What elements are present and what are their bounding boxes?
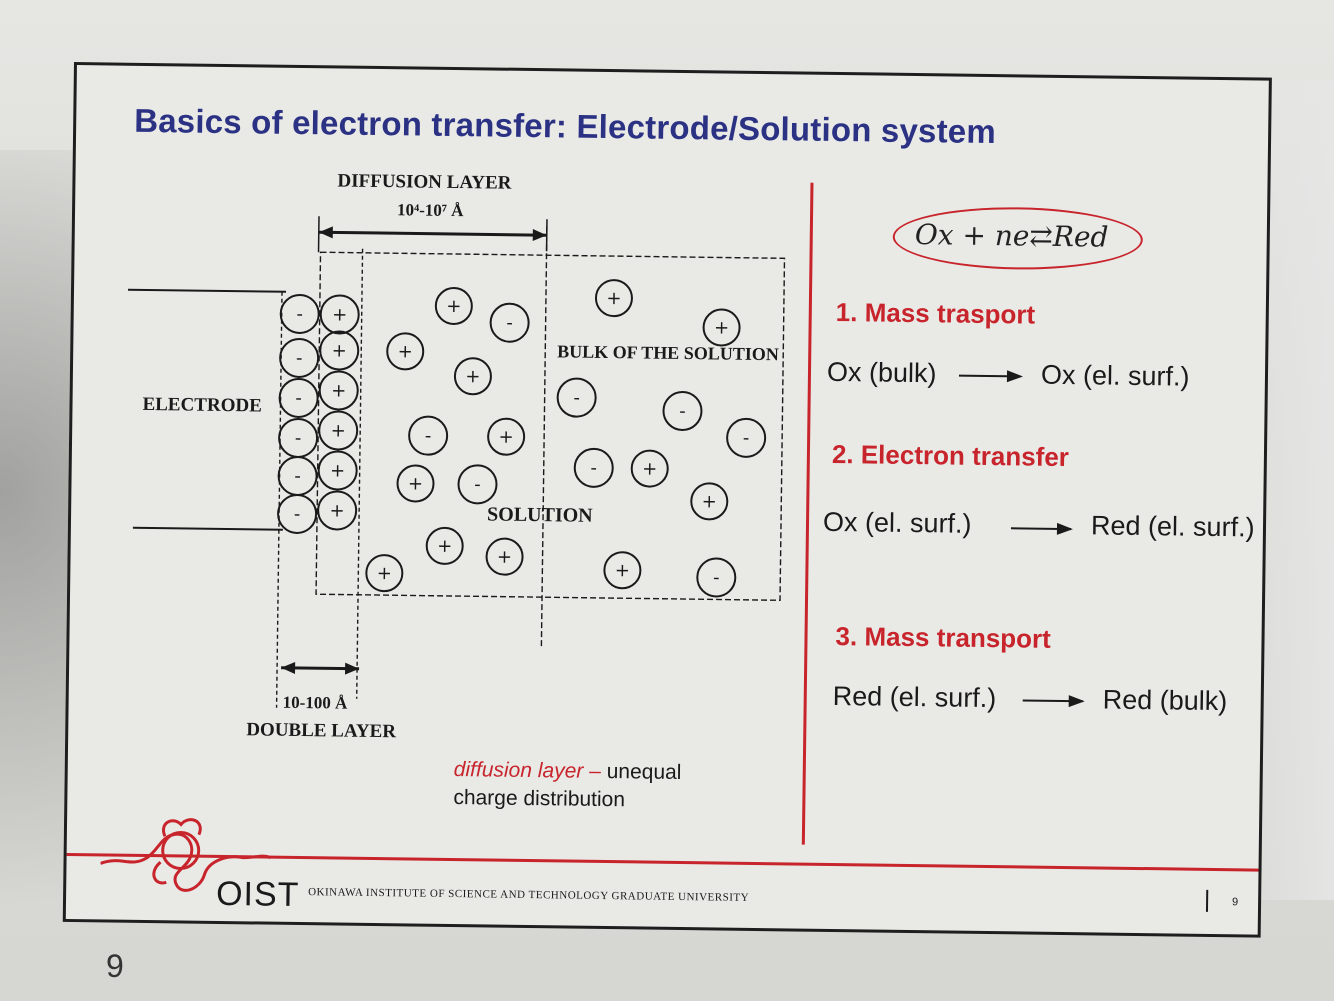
minus-sign-icon: - (296, 304, 303, 325)
step-3-arrow (1023, 699, 1083, 702)
step-3-left: Red (el. surf.) (833, 681, 997, 714)
step-2-left: Ox (el. surf.) (823, 507, 972, 540)
plus-sign-icon: + (702, 491, 717, 512)
oist-logo-text: OIST (216, 875, 300, 915)
bulk-label: BULK OF THE SOLUTION (557, 341, 779, 364)
minus-sign-icon: - (295, 388, 302, 409)
minus-sign-icon: - (506, 313, 513, 334)
page-number: 9 (106, 948, 124, 985)
redox-equation: Ox + ne⇄Red (915, 218, 1109, 254)
slide-number: 9 (1232, 896, 1238, 908)
plus-sign-icon: + (330, 460, 345, 481)
step-2-arrow (1011, 527, 1071, 530)
plus-sign-icon: + (446, 296, 461, 317)
electrode-top-edge (128, 290, 286, 292)
ions: - - - - - - + + + + + + + - + + + + - - - - + - + + - + + + + + - (277, 276, 767, 597)
step-2-right: Red (el. surf.) (1091, 510, 1255, 543)
minus-sign-icon: - (679, 401, 686, 422)
step-1-arrow (959, 375, 1021, 378)
step-3-right: Red (bulk) (1103, 685, 1228, 718)
minus-sign-icon: - (296, 348, 303, 369)
minus-sign-icon: - (743, 428, 750, 449)
plus-sign-icon: + (331, 420, 346, 441)
plus-sign-icon: + (497, 547, 512, 568)
minus-sign-icon: - (295, 428, 302, 449)
diffusion-note: diffusion layer – unequal charge distrib… (453, 756, 681, 815)
electrode-solution-diagram: DIFFUSION LAYER 10⁴-10⁷ Å ELECTRODE BULK… (68, 65, 817, 755)
minus-sign-icon: - (294, 466, 301, 487)
plus-sign-icon: + (437, 536, 452, 557)
double-range-label: 10-100 Å (283, 693, 349, 713)
plus-sign-icon: + (329, 500, 344, 521)
diffusion-range-label: 10⁴-10⁷ Å (397, 200, 464, 220)
minus-sign-icon: - (573, 388, 580, 409)
minus-sign-icon: - (590, 458, 597, 479)
double-layer-label: DOUBLE LAYER (246, 719, 396, 742)
note-rest-1: unequal (601, 760, 682, 784)
footer-separator (1206, 890, 1208, 912)
minus-sign-icon: - (425, 426, 432, 447)
electrode-bottom-edge (133, 528, 283, 530)
slide: Basics of electron transfer: Electrode/S… (63, 62, 1272, 938)
plus-sign-icon: + (615, 560, 630, 581)
step-2-title: 2. Electron transfer (832, 439, 1069, 473)
solution-label: SOLUTION (487, 503, 593, 526)
minus-sign-icon: - (713, 567, 720, 588)
plus-sign-icon: + (606, 288, 621, 309)
step-3-title: 3. Mass transport (835, 621, 1051, 655)
step-1-left: Ox (bulk) (827, 357, 937, 389)
minus-sign-icon: - (474, 474, 481, 495)
plus-sign-icon: + (332, 340, 347, 361)
note-highlight: diffusion layer – (454, 758, 601, 783)
diffusion-layer-label: DIFFUSION LAYER (337, 170, 512, 193)
plus-sign-icon: + (465, 366, 480, 387)
plus-sign-icon: + (331, 380, 346, 401)
step-1-title: 1. Mass trasport (836, 297, 1036, 331)
plus-sign-icon: + (398, 341, 413, 362)
plus-sign-icon: + (498, 427, 513, 448)
plus-sign-icon: + (377, 563, 392, 584)
plus-sign-icon: + (332, 304, 347, 325)
plus-sign-icon: + (408, 473, 423, 494)
minus-sign-icon: - (294, 504, 301, 525)
step-1-right: Ox (el. surf.) (1041, 360, 1190, 393)
plus-sign-icon: + (642, 458, 657, 479)
electrode-label: ELECTRODE (142, 394, 262, 417)
plus-sign-icon: + (714, 317, 729, 338)
note-rest-2: charge distribution (453, 786, 625, 811)
university-name: OKINAWA INSTITUTE OF SCIENCE AND TECHNOL… (308, 886, 749, 904)
